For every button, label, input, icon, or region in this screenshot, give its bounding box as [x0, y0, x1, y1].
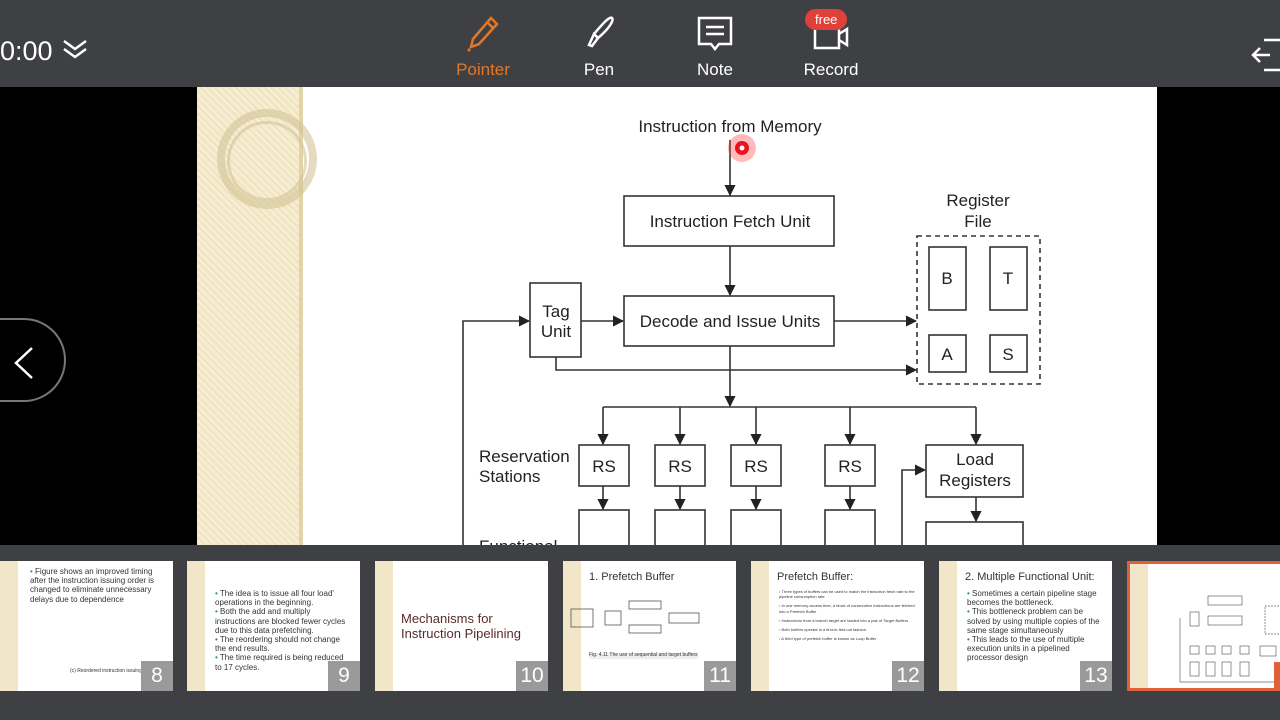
- tool-label: Pointer: [456, 60, 510, 79]
- rs-label: RS: [838, 457, 862, 476]
- caption: (c) Reordered instruction issuing: [70, 668, 142, 674]
- thumbnail-slide-13[interactable]: 2. Multiple Functional Unit: Sometimes a…: [939, 561, 1112, 691]
- bullet: Both the add and multiply instructions a…: [215, 607, 352, 635]
- rs-box: [824, 444, 876, 487]
- pen-icon: [587, 16, 614, 48]
- reservation-label: Reservation: [479, 447, 570, 466]
- thumbnail-slide-11[interactable]: 1. Prefetch Buffer Fig. 4.11 The use of …: [563, 561, 736, 691]
- fetch-unit-label: Instruction Fetch Unit: [650, 212, 811, 231]
- pen-tool-button[interactable]: Pen: [554, 14, 644, 80]
- bullet: The time required is being reduced to 17…: [215, 653, 352, 671]
- load-registers-label: Registers: [939, 471, 1011, 490]
- functional-unit-box: [654, 509, 706, 545]
- previous-slide-button[interactable]: [0, 318, 66, 402]
- pipeline-diagram: Instruction from Memory Instruction Fetc…: [462, 117, 1041, 545]
- register-t: T: [1003, 269, 1013, 288]
- buffer-diagram-thumbnail: [570, 600, 700, 634]
- load-registers-box: [925, 444, 1024, 498]
- register-file-box: [916, 235, 1041, 385]
- rs-label: RS: [668, 457, 692, 476]
- timer: 0:00: [0, 36, 53, 66]
- functional-label: Functional: [479, 537, 557, 545]
- bullet: The idea is to issue all four load' oper…: [215, 589, 352, 607]
- decor-ring: [217, 109, 317, 209]
- thumbnail-slide-9[interactable]: The idea is to issue all four load' oper…: [187, 561, 360, 691]
- bullet: In one memory-access time, a block of co…: [779, 603, 916, 613]
- rs-box: [730, 444, 782, 487]
- slide-title: 2. Multiple Functional Unit:: [965, 571, 1095, 583]
- bullet: The reordering should not change the end…: [215, 635, 352, 653]
- slide-title: Mechanisms for Instruction Pipelining: [401, 611, 521, 641]
- thumbnail-slide-10[interactable]: Mechanisms for Instruction Pipelining 10: [375, 561, 548, 691]
- slide-number: 8: [141, 661, 173, 691]
- thumbnail-slide-12[interactable]: Prefetch Buffer: Three types of buffers …: [751, 561, 924, 691]
- slide-number: 12: [892, 661, 924, 691]
- bullet: Both buffers operate in a first-in-first…: [779, 627, 916, 632]
- record-tool-button[interactable]: Record: [786, 14, 876, 80]
- tool-label: Pen: [583, 60, 615, 79]
- tool-label: Note: [697, 60, 733, 79]
- slide-number: 11: [704, 661, 736, 691]
- rs-label: RS: [744, 457, 768, 476]
- functional-unit-box: [824, 509, 876, 545]
- free-badge: free: [805, 9, 848, 30]
- rs-label: RS: [592, 457, 616, 476]
- bullet: This bottleneck problem can be solved by…: [967, 607, 1104, 635]
- note-icon: [697, 16, 733, 52]
- top-toolbar: 0:00 Pointer Pen Note Record free: [0, 0, 1280, 87]
- reservation-label: Stations: [479, 467, 540, 486]
- pointer-icon: [467, 16, 499, 52]
- functional-unit-box: [578, 509, 630, 545]
- register-a: A: [941, 345, 953, 364]
- tag-unit-label: Unit: [541, 322, 572, 341]
- bullet: This leads to the use of multiple execut…: [967, 635, 1104, 663]
- bullet: Three types of buffers can be used to ma…: [779, 589, 916, 599]
- load-registers-label: Load: [956, 450, 994, 469]
- slide-title: Prefetch Buffer:: [777, 571, 854, 583]
- register-file-label: File: [964, 212, 991, 231]
- pointer-tool-button[interactable]: Pointer: [438, 14, 528, 80]
- slide-number: 9: [328, 661, 360, 691]
- functional-unit-box: [730, 509, 782, 545]
- register-b: B: [941, 269, 952, 288]
- decor-ring: [227, 121, 307, 201]
- functional-unit-box: [925, 521, 1024, 545]
- rs-box: [654, 444, 706, 487]
- register-file-label: Register: [946, 191, 1010, 210]
- rs-box: [578, 444, 630, 487]
- thumbnail-slide-current[interactable]: [1127, 561, 1280, 691]
- bullet: A third type of prefetch buffer is known…: [779, 636, 916, 641]
- note-tool-button[interactable]: Note: [670, 14, 760, 80]
- exit-icon[interactable]: [1250, 38, 1280, 72]
- slide-thumbnail-tray: Figure shows an improved timing after th…: [0, 545, 1280, 720]
- slide-number-badge: [1274, 662, 1280, 688]
- register-s: S: [1002, 345, 1013, 364]
- slide-title: 1. Prefetch Buffer: [589, 571, 675, 583]
- bullet: Sometimes a certain pipeline stage becom…: [967, 589, 1104, 607]
- source-label: Instruction from Memory: [638, 117, 822, 136]
- thumbnail-slide-8[interactable]: Figure shows an improved timing after th…: [0, 561, 173, 691]
- tag-unit-label: Tag: [542, 302, 569, 321]
- slide-number: 13: [1080, 661, 1112, 691]
- diagram-thumbnail: [1179, 595, 1280, 683]
- decode-unit-label: Decode and Issue Units: [640, 312, 821, 331]
- chevron-left-icon: [14, 347, 33, 379]
- slide-number: 10: [516, 661, 548, 691]
- bullet: Instructions from a branch target are lo…: [779, 618, 916, 623]
- chevron-double-down-icon[interactable]: [62, 38, 88, 60]
- bullet: Figure shows an improved timing after th…: [30, 567, 165, 604]
- caption: Fig. 4.11 The use of sequential and targ…: [589, 652, 698, 659]
- tool-label: Record: [803, 60, 859, 79]
- current-slide: Instruction from Memory Instruction Fetc…: [197, 87, 1157, 545]
